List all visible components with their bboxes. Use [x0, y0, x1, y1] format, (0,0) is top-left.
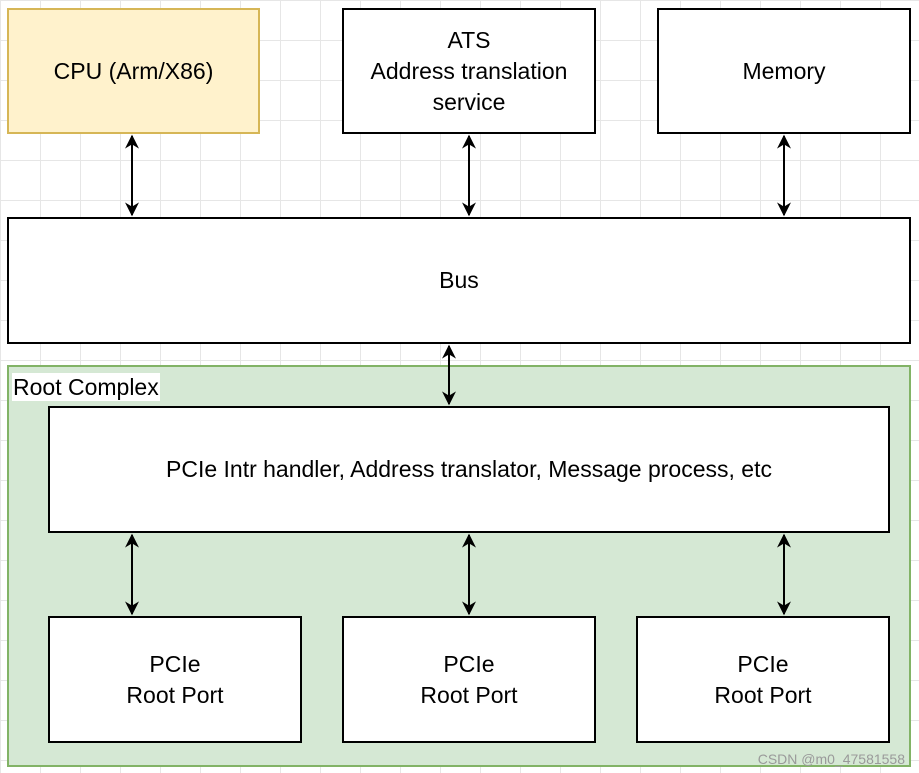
bus-box[interactable]: Bus — [7, 217, 911, 344]
ats-line-2: Address translation — [370, 57, 568, 84]
root-complex-label: Root Complex — [12, 373, 160, 401]
root-port-2-line-1: PCIe — [443, 650, 495, 677]
ats-box[interactable]: ATS Address translation service — [342, 8, 596, 134]
cpu-label: CPU (Arm/X86) — [53, 57, 214, 84]
memory-box[interactable]: Memory — [657, 8, 911, 134]
root-port-box-3[interactable]: PCIe Root Port — [636, 616, 890, 743]
handler-label: PCIe Intr handler, Address translator, M… — [166, 456, 772, 482]
root-port-2-line-2: Root Port — [420, 681, 518, 708]
root-port-box-1[interactable]: PCIe Root Port — [48, 616, 302, 743]
root-port-1-line-1: PCIe — [149, 650, 201, 677]
root-port-3-line-1: PCIe — [737, 650, 789, 677]
ats-line-1: ATS — [447, 26, 491, 53]
root-port-box-2[interactable]: PCIe Root Port — [342, 616, 596, 743]
watermark: CSDN @m0_47581558 — [757, 751, 905, 767]
ats-line-3: service — [432, 88, 506, 115]
bus-label: Bus — [439, 267, 479, 293]
root-port-3-line-2: Root Port — [714, 681, 812, 708]
memory-label: Memory — [742, 57, 826, 84]
cpu-box[interactable]: CPU (Arm/X86) — [7, 8, 260, 134]
root-port-1-line-2: Root Port — [126, 681, 224, 708]
handler-box[interactable]: PCIe Intr handler, Address translator, M… — [48, 406, 890, 533]
